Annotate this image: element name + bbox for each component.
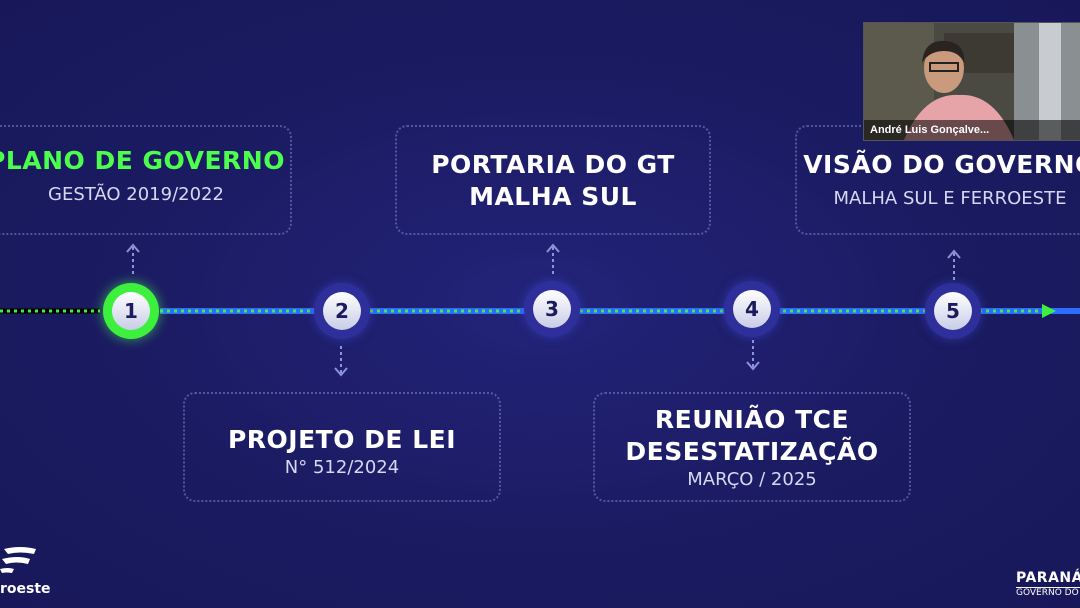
milestone-title-line-2: DESESTATIZAÇÃO [625, 437, 879, 466]
node-number: 4 [733, 290, 771, 328]
governo-logo-text: GOVERNO DO [1016, 587, 1080, 598]
parana-governo-logo: PARANÁ GOVERNO DO [1016, 570, 1080, 598]
arrow-up-icon [947, 249, 961, 280]
milestone-box-portaria: PORTARIA DO GT MALHA SUL [395, 125, 711, 235]
milestone-box-visao-do-governo: VISÃO DO GOVERNO MALHA SUL E FERROESTE [795, 125, 1080, 235]
arrow-up-icon [126, 243, 140, 274]
timeline-node-1: 1 [103, 283, 159, 339]
milestone-box-plano-de-governo: PLANO DE GOVERNO GESTÃO 2019/2022 [0, 125, 292, 235]
milestone-title-line-2: MALHA SUL [469, 182, 637, 211]
arrow-up-icon [546, 243, 560, 274]
milestone-box-reuniao-tce: REUNIÃO TCE DESESTATIZAÇÃO MARÇO / 2025 [593, 392, 911, 502]
timeline-node-4: 4 [724, 281, 780, 337]
participant-video-tile[interactable]: André Luis Gonçalve... [863, 22, 1080, 141]
milestone-title: PLANO DE GOVERNO [0, 146, 285, 175]
node-number: 3 [533, 290, 571, 328]
ferroeste-logo-text: roeste [0, 581, 51, 597]
arrow-down-icon [746, 340, 760, 371]
milestone-box-projeto-de-lei: PROJETO DE LEI N° 512/2024 [183, 392, 501, 502]
parana-logo-text: PARANÁ [1016, 570, 1080, 586]
milestone-subtitle: N° 512/2024 [284, 457, 400, 478]
milestone-title: VISÃO DO GOVERNO [803, 150, 1080, 179]
milestone-subtitle: GESTÃO 2019/2022 [48, 184, 224, 205]
timeline-node-5: 5 [925, 283, 981, 339]
timeline-arrowhead [1042, 304, 1056, 318]
participant-name: André Luis Gonçalve... [864, 120, 1080, 140]
milestone-title: PROJETO DE LEI [227, 425, 457, 454]
timeline-node-3: 3 [524, 281, 580, 337]
milestone-title-line-1: PORTARIA DO GT [431, 150, 675, 179]
node-number: 5 [934, 292, 972, 330]
timeline-node-2: 2 [314, 283, 370, 339]
milestone-subtitle: MARÇO / 2025 [687, 469, 817, 490]
milestone-title-line-1: REUNIÃO TCE [654, 405, 850, 434]
node-number: 1 [112, 292, 150, 330]
arrow-down-icon [334, 346, 348, 377]
milestone-subtitle: MALHA SUL E FERROESTE [833, 188, 1067, 209]
node-number: 2 [323, 292, 361, 330]
